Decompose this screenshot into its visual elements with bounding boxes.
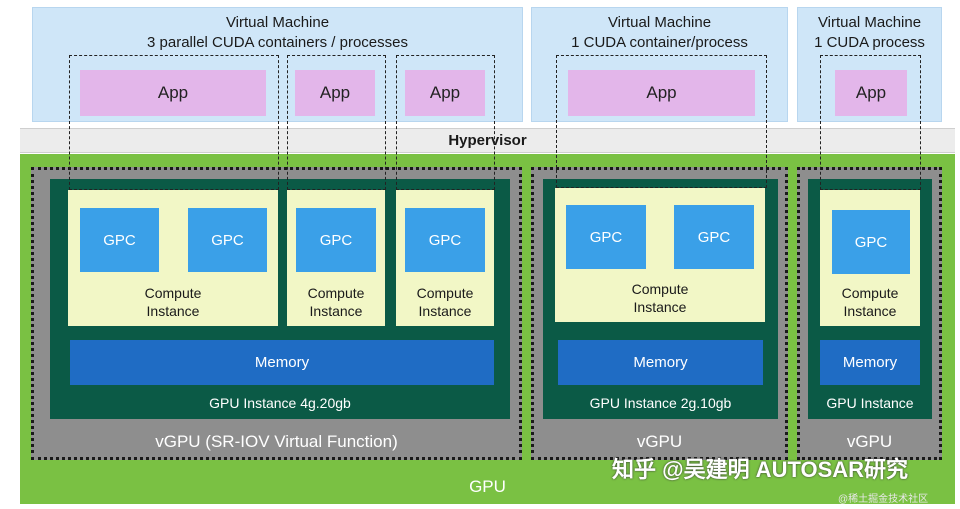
hypervisor-bar: Hypervisor [20,128,955,153]
gpc-block: GPC [188,208,267,272]
gpc-block: GPC [566,205,646,269]
gpu-instance-label: GPU Instance [826,395,914,411]
compute-instance-label: Instance [309,303,363,319]
process-outline [69,55,279,190]
gpc-block: GPC [405,208,485,272]
compute-instance: GPC Compute Instance [396,190,494,326]
memory-block: Memory [70,340,494,385]
process-outline [820,55,921,190]
vm-title: Virtual Machine [817,14,922,31]
app-box: App [80,70,266,116]
process-outline [556,55,767,188]
compute-instance-label: Compute [631,281,689,297]
vgpu-label: vGPU [636,432,683,451]
gpc-block: GPC [832,210,910,274]
compute-instance-label: Instance [843,303,897,319]
gpu-instance-label: GPU Instance 2g.10gb [589,395,732,411]
process-outline [396,55,495,190]
compute-instance: GPC GPC Compute Instance [68,190,278,326]
compute-instance-label: Compute [841,285,899,301]
gpc-block: GPC [296,208,376,272]
vm-subtitle: 1 CUDA process [814,34,925,51]
compute-instance-label: Compute [416,285,474,301]
watermark-text: 知乎 @吴建明 AUTOSAR研究 [612,457,909,482]
gpc-block: GPC [674,205,754,269]
compute-instance: GPC Compute Instance [287,190,385,326]
compute-instance: GPC GPC Compute Instance [555,188,765,322]
gpu-label: GPU [469,477,506,496]
app-box: App [295,70,375,116]
vgpu-label: vGPU [846,432,893,451]
compute-instance: GPC Compute Instance [820,190,920,326]
compute-instance-label: Compute [144,285,202,301]
compute-instance-label: Instance [633,299,687,315]
app-box: App [405,70,485,116]
watermark-subtext: @稀土掘金技术社区 [838,494,929,505]
vm-title: Virtual Machine [225,14,330,31]
app-box: App [835,70,907,116]
vm-subtitle: 3 parallel CUDA containers / processes [147,34,408,51]
gpc-block: GPC [80,208,159,272]
gpu-instance-label: GPU Instance 4g.20gb [209,395,351,411]
process-outline [287,55,386,190]
compute-instance-label: Instance [146,303,200,319]
compute-instance-label: Instance [418,303,472,319]
vm-title: Virtual Machine [607,14,712,31]
memory-block: Memory [558,340,763,385]
vm-subtitle: 1 CUDA container/process [571,34,748,51]
vgpu-label: vGPU (SR-IOV Virtual Function) [155,432,398,451]
app-box: App [568,70,755,116]
memory-block: Memory [820,340,920,385]
compute-instance-label: Compute [307,285,365,301]
